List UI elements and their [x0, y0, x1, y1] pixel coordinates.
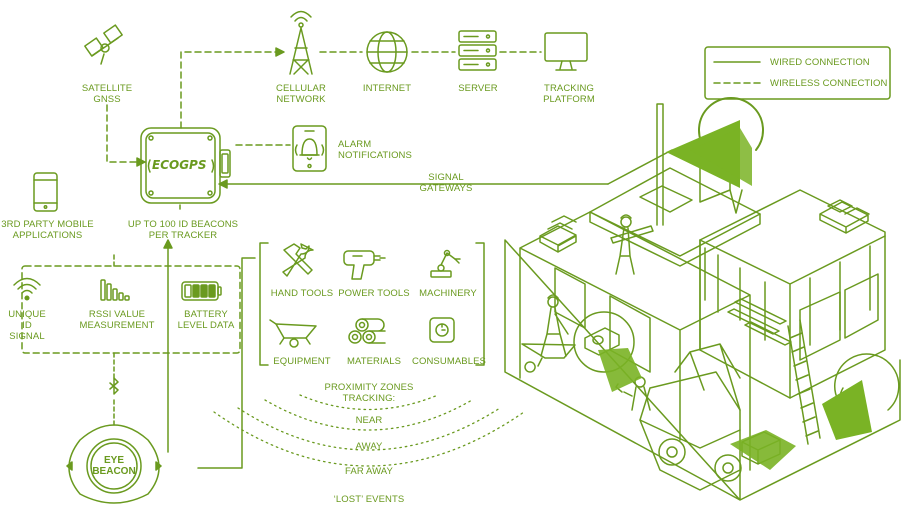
server-icon [458, 30, 497, 71]
proximity-title: PROXIMITY ZONES TRACKING: [324, 382, 414, 404]
legend-wireless-label: WIRELESS CONNECTION [770, 78, 888, 89]
alarm-notifications-label: ALARM NOTIFICATIONS [338, 139, 412, 161]
battery-icon [181, 281, 222, 301]
unique-id-label: UNIQUE ID SIGNAL [8, 309, 46, 342]
legend-wired-label: WIRED CONNECTION [770, 57, 870, 68]
tracking-platform-label: TRACKING PLATFORM [543, 83, 595, 105]
cellular-label: CELLULAR NETWORK [276, 83, 326, 105]
monitor-icon [544, 32, 588, 71]
equipment-label: EQUIPMENT [273, 356, 331, 367]
hand-tools-label: HAND TOOLS [270, 288, 334, 299]
cellular-tower-icon [289, 10, 313, 75]
satellite-icon [84, 24, 123, 65]
beacons-per-tracker-label: UP TO 100 ID BEACONS PER TRACKER [127, 219, 239, 241]
materials-pipes-icon [348, 318, 386, 344]
machinery-label: MACHINERY [419, 288, 477, 299]
consumables-label: CONSUMABLES [412, 356, 486, 367]
signal-bars-icon [100, 279, 130, 301]
consumables-icon [429, 317, 455, 343]
rssi-label: RSSI VALUE MEASUREMENT [79, 309, 155, 331]
ecogps-tracker-device [140, 127, 231, 204]
callout-highlights [598, 120, 872, 470]
wheelbarrow-icon [269, 319, 317, 348]
proximity-arcs [213, 394, 525, 467]
power-drill-icon [343, 250, 386, 280]
alarm-phone-icon [292, 125, 327, 172]
proximity-near: NEAR [355, 415, 383, 426]
battery-label: BATTERY LEVEL DATA [177, 309, 235, 331]
smartphone-icon [33, 172, 58, 212]
ecogps-logo: ECOGPS [152, 158, 207, 172]
signal-gateways-label: SIGNAL GATEWAYS [419, 172, 473, 194]
hand-tools-icon [282, 243, 314, 277]
wifi-icon [13, 277, 41, 301]
mobile-apps-label: 3RD PARTY MOBILE APPLICATIONS [1, 219, 94, 241]
connection-lines [106, 47, 673, 469]
bluetooth-icon [109, 377, 119, 395]
power-tools-label: POWER TOOLS [338, 288, 410, 299]
materials-label: MATERIALS [346, 356, 402, 367]
internet-label: INTERNET [362, 83, 412, 94]
beacon-data-box [21, 265, 241, 354]
eye-beacon-device [66, 424, 162, 504]
server-label: SERVER [458, 83, 498, 94]
legend-box [704, 46, 891, 100]
construction-site-illustration [504, 97, 901, 501]
proximity-far-away: FAR AWAY [345, 466, 393, 477]
eye-beacon-label: EYE BEACON [92, 455, 136, 477]
globe-icon [366, 31, 408, 73]
proximity-lost-events: ‘LOST’ EVENTS [333, 494, 405, 505]
satellite-label: SATELLITE GNSS [81, 83, 133, 105]
assets-bracket [259, 242, 485, 366]
machinery-arm-icon [430, 249, 461, 278]
proximity-away: AWAY [355, 441, 383, 452]
